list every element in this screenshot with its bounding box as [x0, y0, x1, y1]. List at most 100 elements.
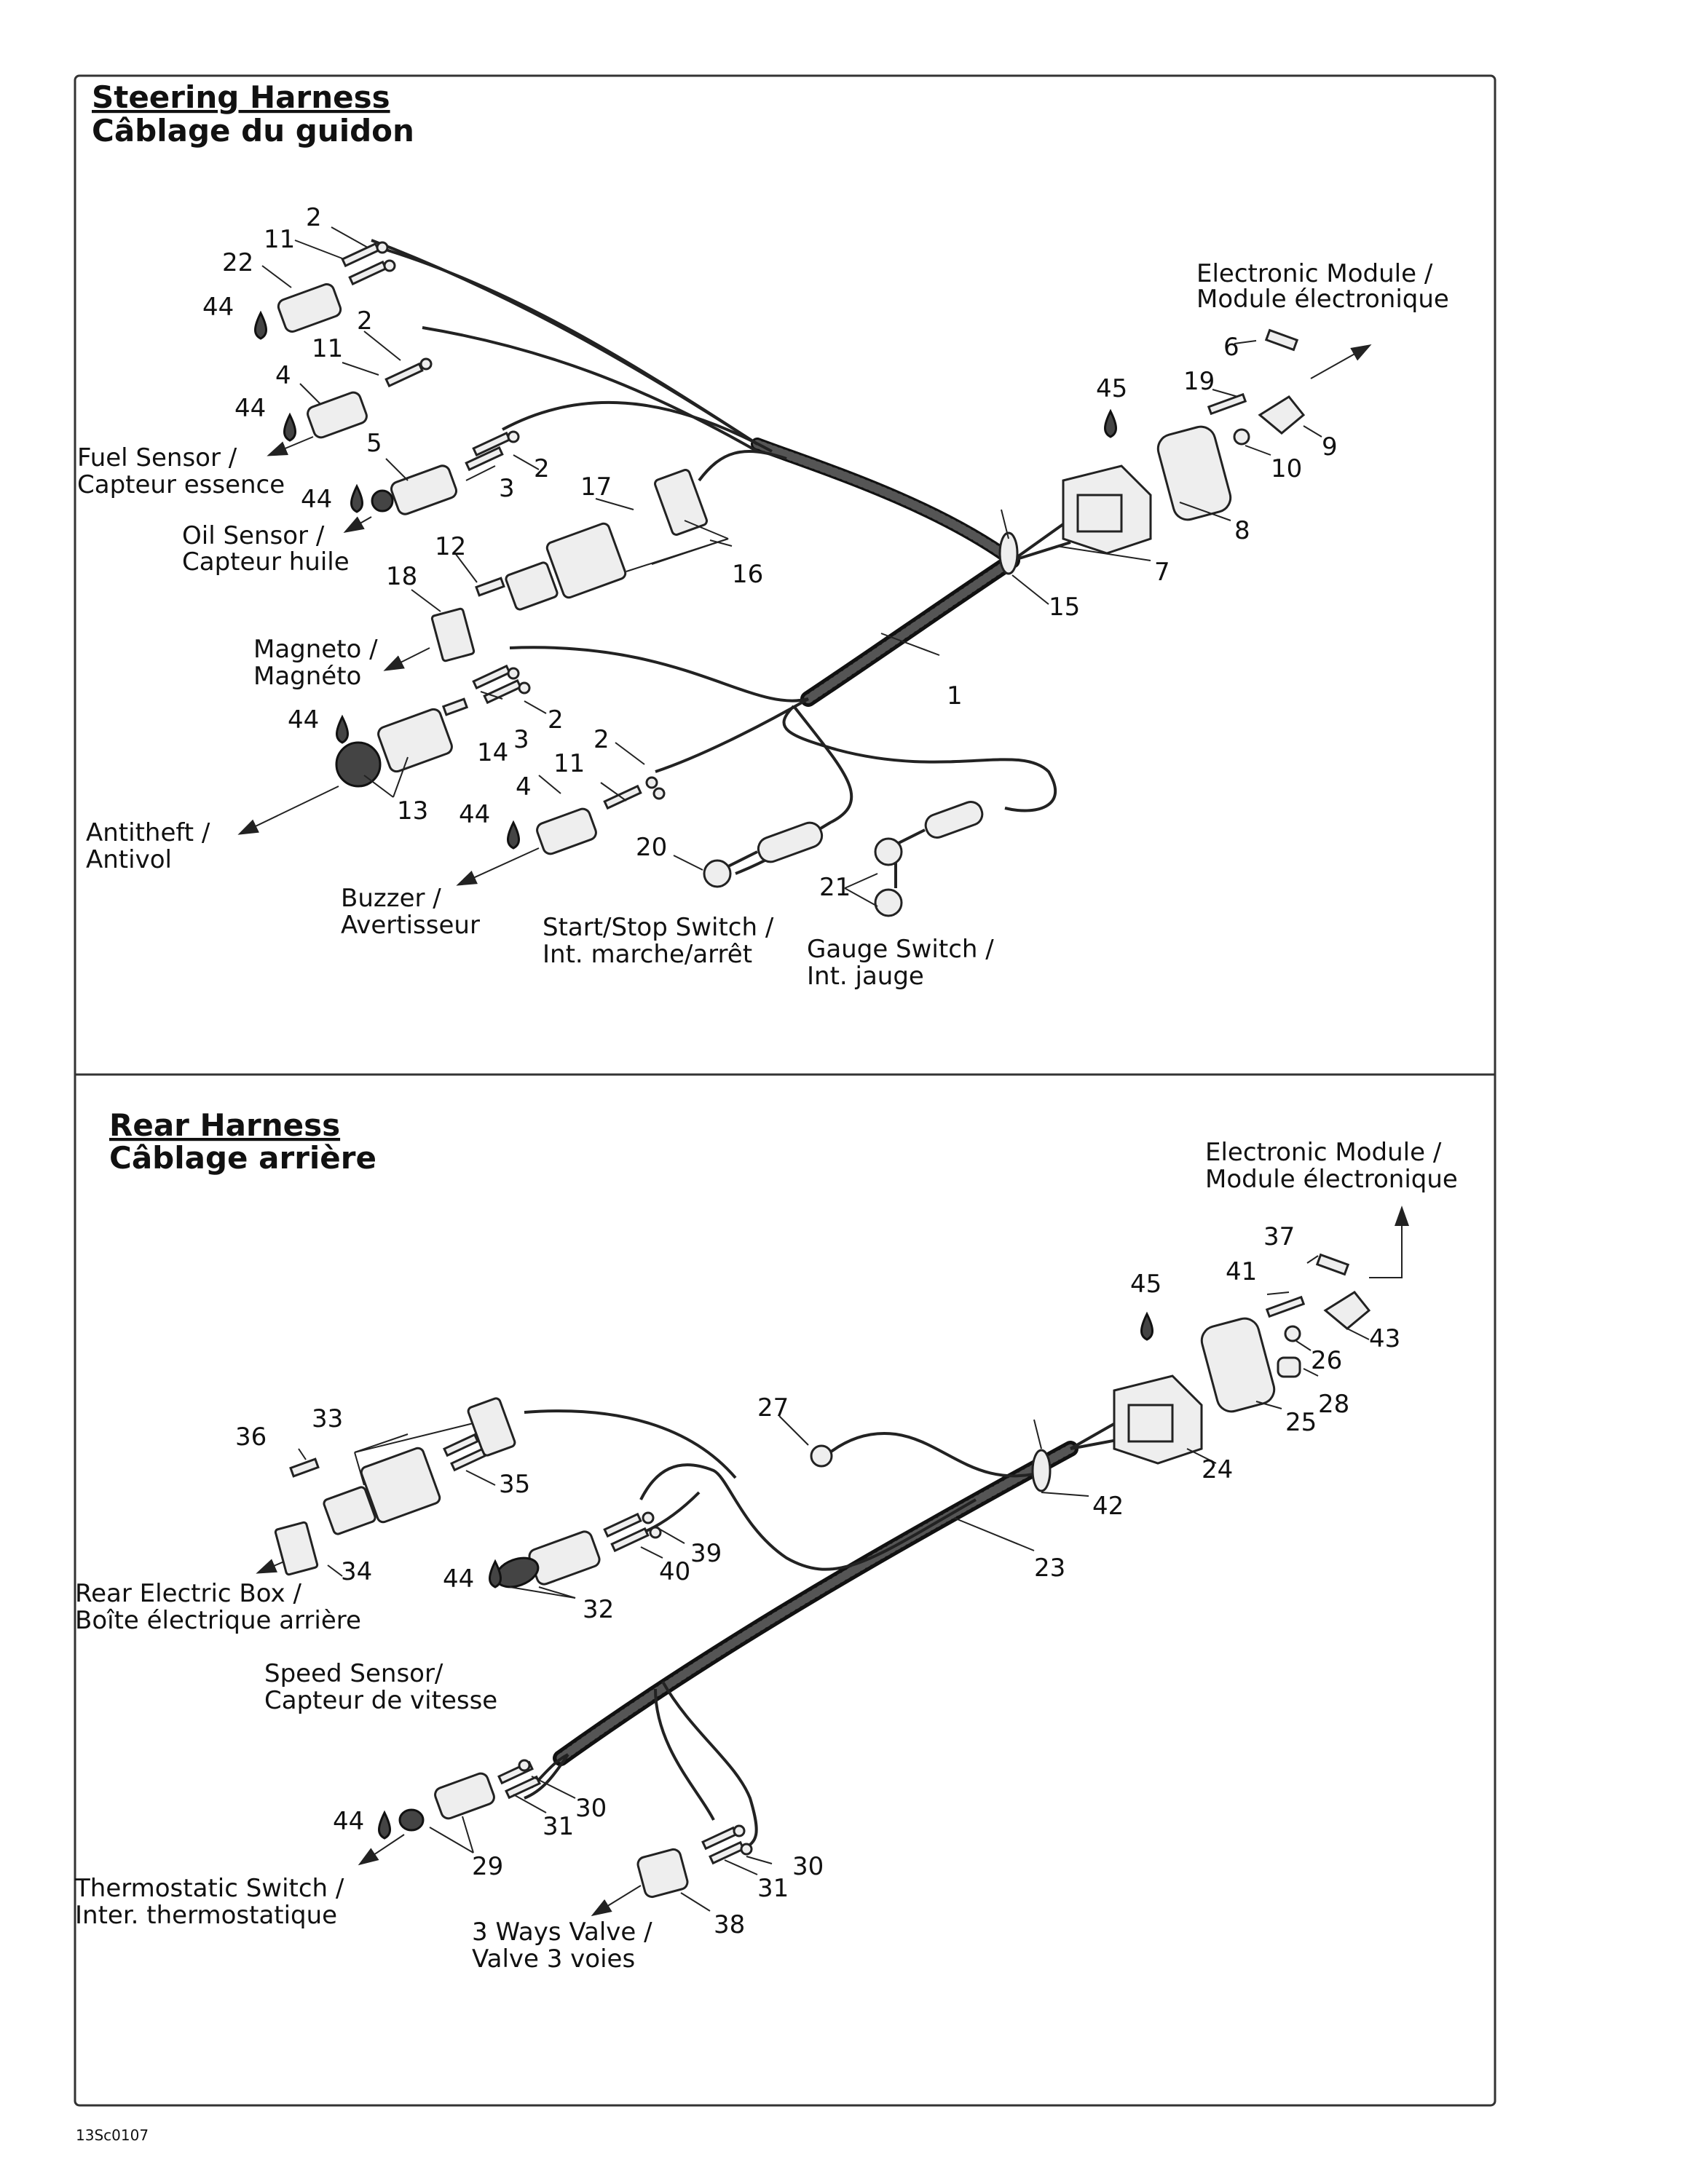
callout: 17 — [580, 472, 612, 502]
grease-44-rear-b — [378, 1810, 391, 1840]
callout: 15 — [1049, 593, 1080, 622]
connector-seal-8 — [1156, 425, 1232, 521]
steering-harness-section: Steering Harness Câblage du guidon — [77, 79, 1449, 991]
rear-callouts: 33 36 35 34 44 32 40 39 27 23 42 24 25 4… — [235, 1222, 1400, 1939]
callout: 11 — [553, 749, 585, 778]
to-module-arrow-rear — [1369, 1206, 1409, 1278]
connector-16 — [505, 469, 708, 611]
callout: 3 — [499, 474, 515, 503]
seal-26 — [1284, 1325, 1301, 1342]
steering-leader-lines — [261, 226, 1322, 907]
terminal-9 — [1258, 395, 1306, 435]
callout: 31 — [543, 1812, 574, 1841]
callout: 2 — [548, 705, 564, 735]
callout: 11 — [264, 225, 295, 254]
terminals-35 — [443, 1433, 486, 1472]
dielectric-grease-45 — [1104, 408, 1117, 438]
callout: 45 — [1096, 374, 1127, 403]
terminals-40-39 — [603, 1511, 662, 1553]
rear-box-arrow — [256, 1559, 285, 1574]
callout: 30 — [575, 1794, 607, 1823]
steering-module-label-fr: Module électronique — [1196, 285, 1449, 314]
callout: 16 — [732, 560, 763, 589]
callout: 36 — [235, 1423, 267, 1452]
valve-label-fr: Valve 3 voies — [472, 1944, 635, 1974]
terminals-11-2-top — [341, 241, 396, 286]
callout: 12 — [435, 532, 466, 561]
rear-module-label-fr: Module électronique — [1205, 1165, 1458, 1194]
terminal-19 — [1207, 392, 1247, 416]
callout: 19 — [1183, 367, 1215, 396]
callout: 4 — [275, 361, 291, 390]
callout: 45 — [1130, 1270, 1162, 1299]
terminal-41 — [1265, 1295, 1306, 1318]
callout: 22 — [222, 248, 253, 277]
callout: 4 — [516, 772, 532, 802]
oil-sensor-label-fr: Capteur huile — [182, 547, 350, 577]
callout: 44 — [333, 1807, 364, 1836]
callout: 24 — [1202, 1455, 1233, 1484]
connector-29-thermo — [398, 1772, 495, 1832]
callout: 9 — [1322, 432, 1338, 462]
connector-22 — [277, 283, 342, 333]
callout: 43 — [1369, 1324, 1400, 1353]
callout: 13 — [397, 796, 428, 826]
page-frame — [74, 74, 1496, 2107]
start-stop-switch-20 — [703, 821, 824, 888]
buzzer-label-en: Buzzer / — [341, 884, 441, 913]
callout: 44 — [459, 800, 490, 829]
steering-module-label-en: Electronic Module / — [1196, 259, 1433, 288]
callout: 39 — [690, 1539, 722, 1568]
oil-sensor-label-en: Oil Sensor / — [182, 521, 325, 550]
connector-32-speed-sensor — [494, 1530, 601, 1588]
grease-44-d — [336, 714, 349, 744]
terminals-31-30-thermo — [497, 1759, 541, 1800]
callout: 40 — [659, 1557, 690, 1586]
dielectric-grease-45-rear — [1140, 1311, 1153, 1341]
callout: 32 — [583, 1595, 614, 1624]
cable-tie-42 — [1031, 1419, 1052, 1492]
callout: 25 — [1285, 1408, 1317, 1437]
rear-title-en: Rear Harness — [109, 1107, 340, 1143]
plug-28 — [1277, 1356, 1301, 1378]
magneto-arrow — [383, 647, 430, 671]
magneto-label-fr: Magnéto — [253, 662, 361, 691]
terminals-3-2 — [465, 430, 520, 472]
gauge-switch-label-en: Gauge Switch / — [807, 935, 994, 964]
thermo-label-fr: Inter. thermostatique — [75, 1901, 337, 1930]
gauge-switch-label-fr: Int. jauge — [807, 962, 924, 991]
steering-title-en: Steering Harness — [92, 79, 390, 115]
start-stop-label-fr: Int. marche/arrêt — [543, 940, 752, 969]
antitheft-label-en: Antitheft / — [86, 818, 210, 847]
callout: 8 — [1234, 516, 1250, 545]
terminals-11-2-mid — [384, 357, 433, 388]
start-stop-label-en: Start/Stop Switch / — [543, 913, 774, 942]
connector-33-rear-box — [323, 1397, 516, 1535]
gauge-switch-21 — [874, 801, 984, 917]
antitheft-arrow — [237, 786, 339, 835]
connector-4-buzzer — [536, 807, 597, 855]
callout: 44 — [234, 394, 266, 423]
connector-38-valve — [636, 1848, 689, 1899]
steering-main-harness — [371, 239, 1071, 875]
callout: 11 — [312, 334, 343, 363]
callout: 23 — [1034, 1554, 1065, 1583]
callout: 41 — [1226, 1257, 1257, 1286]
valve-arrow — [591, 1885, 642, 1917]
thermo-label-en: Thermostatic Switch / — [74, 1874, 344, 1903]
connector-5-oil — [371, 464, 458, 515]
cable-tie-15 — [998, 509, 1019, 575]
callout: 38 — [714, 1910, 745, 1939]
callout: 6 — [1223, 333, 1239, 362]
connector-13-antitheft — [335, 708, 453, 788]
grease-44-b — [283, 412, 296, 442]
fuel-sensor-label-fr: Capteur essence — [77, 470, 285, 499]
rear-box-label-fr: Boîte électrique arrière — [75, 1606, 361, 1635]
grease-44-c — [350, 483, 363, 513]
callout: 18 — [386, 562, 417, 591]
callout: 30 — [792, 1852, 824, 1881]
ring-terminal-27 — [810, 1444, 833, 1468]
terminal-43 — [1323, 1291, 1371, 1330]
buzzer-label-fr: Avertisseur — [341, 911, 480, 940]
